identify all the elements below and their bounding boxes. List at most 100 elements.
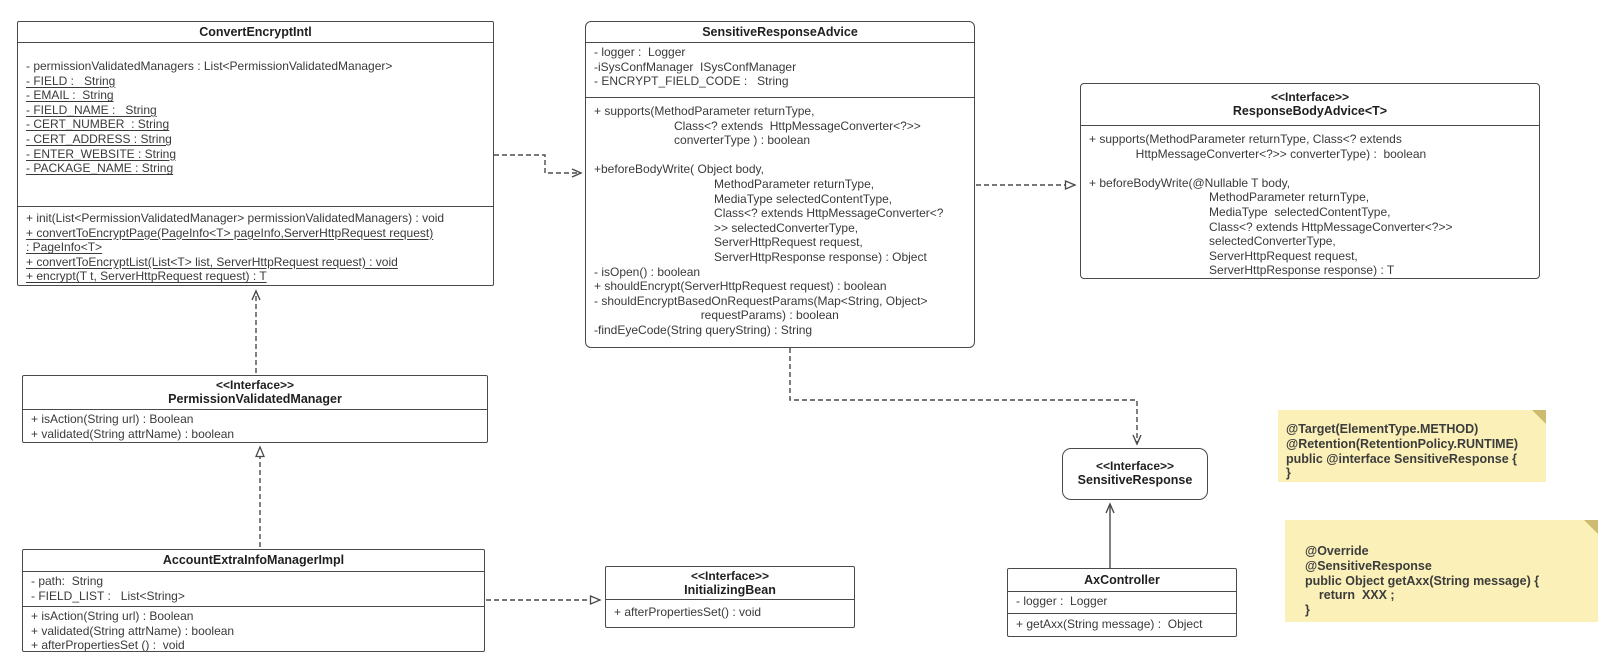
note-body: @Target(ElementType.METHOD)@Retention(Re… [1286,422,1538,481]
member-line: MethodParameter returnType, [1089,190,1370,205]
methods-compartment: + isAction(String url) : Boolean+ valida… [23,410,487,442]
dependency-arrow-convertencryptintl-to-sensitiveresponseadvice [494,154,583,178]
class-account-extra-info-manager-impl[interactable]: AccountExtraInfoManagerImpl - path: Stri… [22,549,485,652]
class-header: AxController [1008,569,1236,592]
class-convert-encrypt-intl[interactable]: ConvertEncryptIntl - permissionValidated… [17,21,494,286]
methods-compartment: + afterPropertiesSet() : void [606,600,854,627]
attributes-compartment: - logger : Logger [1008,592,1236,613]
stereotype-label: <<Interface>> [1270,90,1350,104]
member-line: requestParams) : boolean [594,308,839,323]
stereotype-label: <<Interface>> [1095,459,1175,473]
member-line: - permissionValidatedManagers : List<Per… [26,59,393,73]
interface-title: SensitiveResponse [1077,473,1193,487]
member-line: - FIELD_NAME : String [26,102,157,117]
stereotype-label: <<Interface>> [215,378,295,392]
member-line: public @interface SensitiveResponse { [1286,451,1518,466]
member-line: + supports(MethodParameter returnType, [594,104,815,118]
member-line: ServerHttpRequest request, [594,235,863,250]
member-line: + convertToEncryptPage(PageInfo<T> pageI… [26,225,434,240]
member-line: @SensitiveResponse [1305,558,1432,573]
member-line: -iSysConfManager ISysConfManager [594,59,797,74]
member-line: @Retention(RetentionPolicy.RUNTIME) [1286,436,1519,451]
member-line: MediaType selectedContentType, [594,191,893,206]
member-line: + shouldEncrypt(ServerHttpRequest reques… [594,279,887,294]
class-title: AxController [1084,572,1160,587]
methods-compartment: + isAction(String url) : Boolean+ valida… [23,606,484,651]
member-line: Class<? extends HttpMessageConverter<? [594,206,944,221]
member-line: - isOpen() : boolean [594,264,701,279]
class-ax-controller[interactable]: AxController - logger : Logger + getAxx(… [1007,568,1237,637]
class-title: AccountExtraInfoManagerImpl [162,553,345,567]
interface-sensitive-response[interactable]: <<Interface>> SensitiveResponse [1062,448,1208,500]
attributes-compartment: - logger : Logger-iSysConfManager ISysCo… [586,43,974,97]
interface-initializing-bean[interactable]: <<Interface>> InitializingBean + afterPr… [605,566,855,628]
member-line: ServerHttpResponse response) : T [1089,263,1395,278]
member-line: - CERT_NUMBER : String [26,117,170,132]
interface-header: <<Interface>> PermissionValidatedManager [23,376,487,410]
member-line: + getAxx(String message) : Object [1016,617,1203,631]
member-line: + encrypt(T t, ServerHttpRequest request… [26,269,267,284]
member-line: MethodParameter returnType, [594,176,875,191]
member-line [594,148,970,163]
member-line: + init(List<PermissionValidatedManager> … [26,211,445,225]
methods-compartment: + supports(MethodParameter returnType, C… [1081,126,1539,278]
member-line: + isAction(String url) : Boolean [31,412,194,426]
member-line: - logger : Logger [1016,594,1108,608]
member-line: @Override [1305,544,1369,558]
member-line: return XXX ; [1305,588,1395,603]
class-header: ConvertEncryptIntl [18,22,493,43]
member-line: - shouldEncryptBasedOnRequestParams(Map<… [594,293,928,308]
interface-response-body-advice[interactable]: <<Interface>> ResponseBodyAdvice<T> + su… [1080,83,1540,279]
attributes-compartment: - path: String- FIELD_LIST : List<String… [23,572,484,606]
interface-header: <<Interface>> SensitiveResponse [1063,449,1207,498]
dependency-arrow-sensitiveresponseadvice-to-sensitiveresponse [789,348,1142,446]
member-line: >> selectedConverterType, [594,220,859,235]
member-line: + supports(MethodParameter returnType, C… [1089,132,1402,146]
member-line: Class<? extends HttpMessageConverter<?>> [1089,219,1453,234]
member-line: +beforeBodyWrite( Object body, [594,162,764,177]
interface-header: <<Interface>> ResponseBodyAdvice<T> [1081,84,1539,126]
class-header: AccountExtraInfoManagerImpl [23,550,484,572]
member-line: + beforeBodyWrite(@Nullable T body, [1089,175,1291,190]
interface-header: <<Interface>> InitializingBean [606,567,854,600]
member-line [1089,161,1535,176]
member-line: + validated(String attrName) : boolean [31,623,235,638]
methods-compartment: + init(List<PermissionValidatedManager> … [18,206,493,285]
interface-title: ResponseBodyAdvice<T> [1232,104,1388,118]
member-line: - CERT_ADDRESS : String [26,131,172,146]
member-line: } [1305,603,1310,618]
interface-title: InitializingBean [684,582,776,597]
member-line: - FIELD : String [26,73,116,88]
member-line: - PACKAGE_NAME : String [26,161,174,176]
member-line: - ENTER_WEBSITE : String [26,146,177,161]
member-line: - FIELD_LIST : List<String> [31,588,185,603]
note-annotation-definition[interactable]: @Target(ElementType.METHOD)@Retention(Re… [1278,410,1546,482]
member-line: HttpMessageConverter<?>> converterType) … [1089,146,1427,161]
stereotype-label: <<Interface>> [690,568,770,583]
member-line: + validated(String attrName) : boolean [31,426,235,441]
member-line: - logger : Logger [594,45,686,59]
member-line: Class<? extends HttpMessageConverter<?>> [594,118,921,133]
member-line: + afterPropertiesSet () : void [31,638,185,651]
class-sensitive-response-advice[interactable]: SensitiveResponseAdvice - logger : Logge… [585,21,975,348]
member-line: ServerHttpRequest request, [1089,248,1358,263]
member-line: - path: String [31,574,104,588]
interface-permission-validated-manager[interactable]: <<Interface>> PermissionValidatedManager… [22,375,488,443]
methods-compartment: + getAxx(String message) : Object [1008,613,1236,635]
note-fold-corner-icon [1532,410,1546,424]
member-line: @Target(ElementType.METHOD) [1286,422,1479,436]
class-title: SensitiveResponseAdvice [702,24,858,39]
class-header: SensitiveResponseAdvice [586,22,974,43]
member-line: ServerHttpResponse response) : Object [594,249,927,264]
member-line: -findEyeCode(String queryString) : Strin… [594,322,813,337]
member-line: : PageInfo<T> [26,240,103,255]
methods-compartment: + supports(MethodParameter returnType, C… [586,97,974,347]
attributes-compartment: - permissionValidatedManagers : List<Per… [18,43,493,206]
note-fold-corner-icon [1584,520,1598,534]
member-line: MediaType selectedContentType, [1089,204,1391,219]
interface-title: PermissionValidatedManager [168,392,342,406]
